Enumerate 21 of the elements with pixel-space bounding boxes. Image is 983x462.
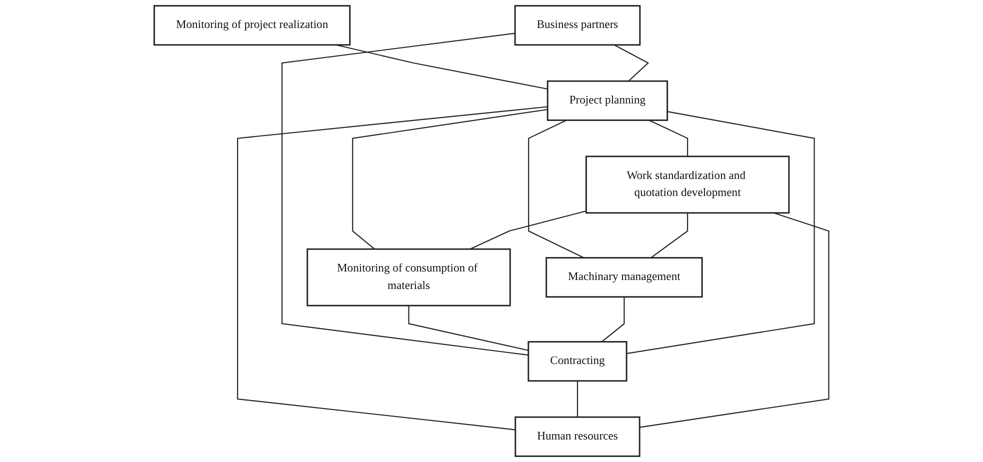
node-box: Work standardization and quotation development (585, 156, 790, 214)
connector (470, 210, 586, 250)
connector (601, 296, 625, 342)
connector (626, 111, 815, 354)
connector (640, 212, 830, 428)
connector (648, 120, 688, 156)
connector (576, 380, 578, 418)
connector (336, 44, 548, 90)
connector (650, 212, 688, 258)
node-box: Contracting (528, 341, 628, 382)
connector (528, 120, 584, 258)
node-box: Monitoring of consumption of materials (306, 248, 511, 306)
node-box: Machinary management (546, 257, 703, 298)
node-box: Project planning (546, 80, 668, 121)
node-box: Monitoring of project realization (154, 5, 351, 46)
connector (281, 32, 528, 356)
connector (237, 106, 548, 430)
node-box: Human resources (514, 416, 640, 457)
connector (352, 108, 548, 250)
node-box: Business partners (514, 5, 641, 46)
connector (408, 306, 529, 351)
